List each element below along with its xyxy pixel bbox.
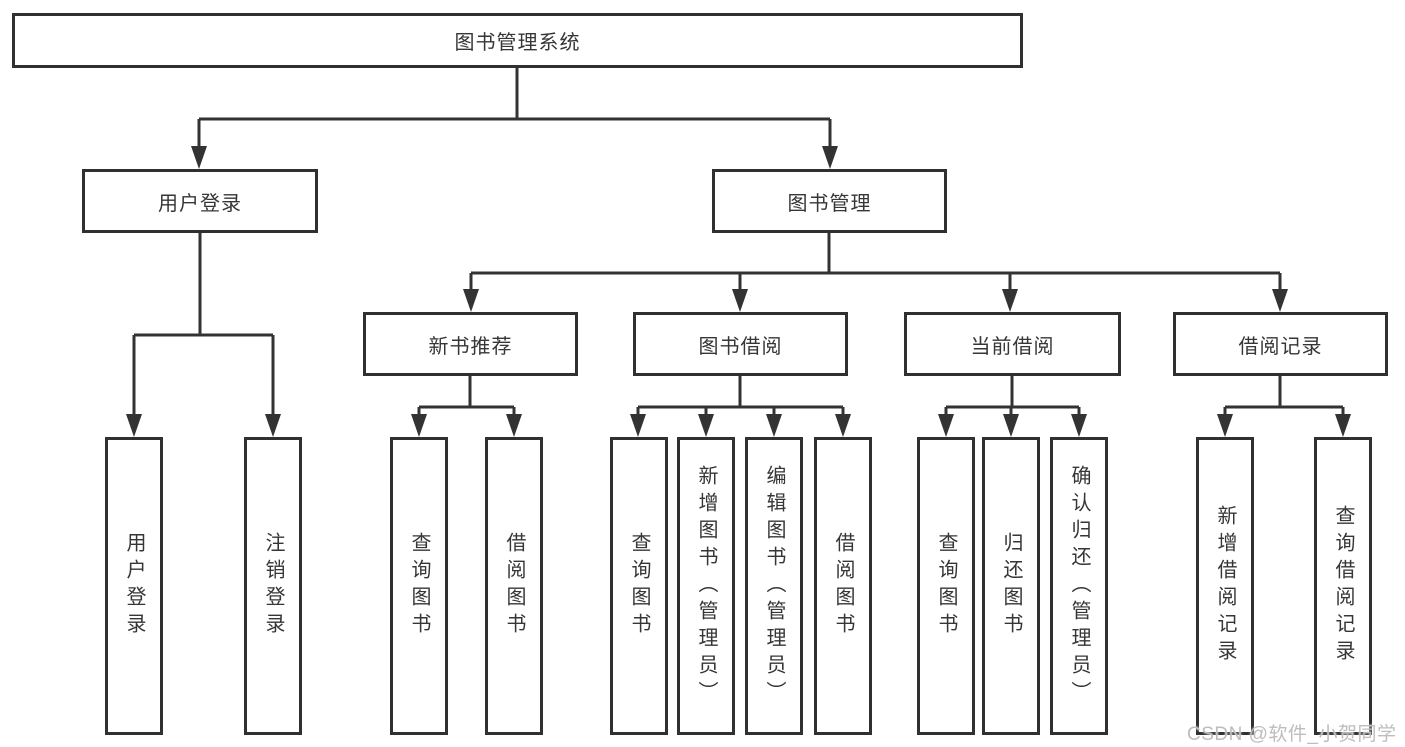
node-new-book-recommendation: 新书推荐: [363, 312, 578, 376]
node-label: 新书推荐: [428, 335, 513, 358]
leaf-confirm-return-admin: 确认归还（管理员）: [1050, 437, 1108, 735]
leaf-query-books-recommend: 查询图书: [390, 437, 448, 735]
leaf-label: 归还图书: [1000, 532, 1022, 640]
leaf-label: 借阅图书: [503, 532, 525, 640]
leaf-query-books-borrow: 查询图书: [610, 437, 668, 735]
node-label: 借阅记录: [1238, 335, 1323, 358]
leaf-label: 注销登录: [262, 532, 284, 640]
leaf-label: 编辑图书（管理员）: [763, 464, 785, 708]
leaf-label: 查询图书: [628, 532, 650, 640]
node-label: 图书管理: [787, 192, 872, 215]
leaf-borrow-books: 借阅图书: [814, 437, 872, 735]
leaf-label: 确认归还（管理员）: [1068, 464, 1090, 708]
leaf-label: 用户登录: [123, 532, 145, 640]
leaf-label: 查询借阅记录: [1332, 505, 1354, 667]
node-book-management: 图书管理: [712, 169, 947, 233]
leaf-label: 借阅图书: [832, 532, 854, 640]
leaf-user-login: 用户登录: [105, 437, 163, 735]
leaf-label: 查询图书: [935, 532, 957, 640]
leaf-label: 新增借阅记录: [1214, 505, 1236, 667]
leaf-add-borrow-record: 新增借阅记录: [1196, 437, 1254, 735]
node-current-borrowing: 当前借阅: [904, 312, 1121, 376]
leaf-label: 查询图书: [408, 532, 430, 640]
leaf-edit-book-admin: 编辑图书（管理员）: [745, 437, 803, 735]
node-label: 当前借阅: [970, 335, 1055, 358]
leaf-return-book: 归还图书: [982, 437, 1040, 735]
leaf-add-book-admin: 新增图书（管理员）: [677, 437, 735, 735]
leaf-logout: 注销登录: [244, 437, 302, 735]
csdn-watermark: CSDN @软件_小贺同学: [1187, 724, 1397, 745]
leaf-query-books-current: 查询图书: [917, 437, 975, 735]
node-label: 用户登录: [158, 192, 242, 215]
node-library-management-system: 图书管理系统: [12, 13, 1023, 68]
leaf-label: 新增图书（管理员）: [695, 464, 717, 708]
node-book-borrowing: 图书借阅: [633, 312, 848, 376]
leaf-query-borrow-record: 查询借阅记录: [1314, 437, 1372, 735]
node-label: 图书借阅: [698, 335, 783, 358]
node-label: 图书管理系统: [454, 32, 581, 54]
node-user-login: 用户登录: [82, 169, 318, 233]
node-borrowing-records: 借阅记录: [1173, 312, 1388, 376]
leaf-borrow-books-recommend: 借阅图书: [485, 437, 543, 735]
